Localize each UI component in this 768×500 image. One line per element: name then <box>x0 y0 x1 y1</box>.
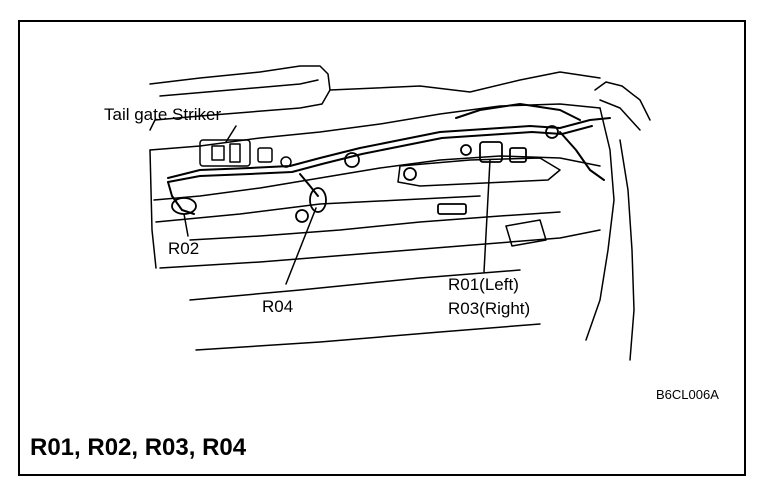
diagram-frame <box>18 20 746 476</box>
figure-code: B6CL006A <box>656 387 719 402</box>
label-r01-left: R01(Left) <box>448 275 519 294</box>
footer-title: R01, R02, R03, R04 <box>30 434 247 461</box>
label-r03-right: R03(Right) <box>448 299 531 318</box>
label-tailgate-striker: Tail gate Striker <box>104 105 222 124</box>
label-r04: R04 <box>262 297 294 316</box>
leader-lines <box>183 125 491 285</box>
wiring-harness <box>167 103 611 215</box>
label-r02: R02 <box>168 239 200 258</box>
upper-panel-outline <box>149 65 651 131</box>
trunk-panel-outline <box>149 103 635 361</box>
